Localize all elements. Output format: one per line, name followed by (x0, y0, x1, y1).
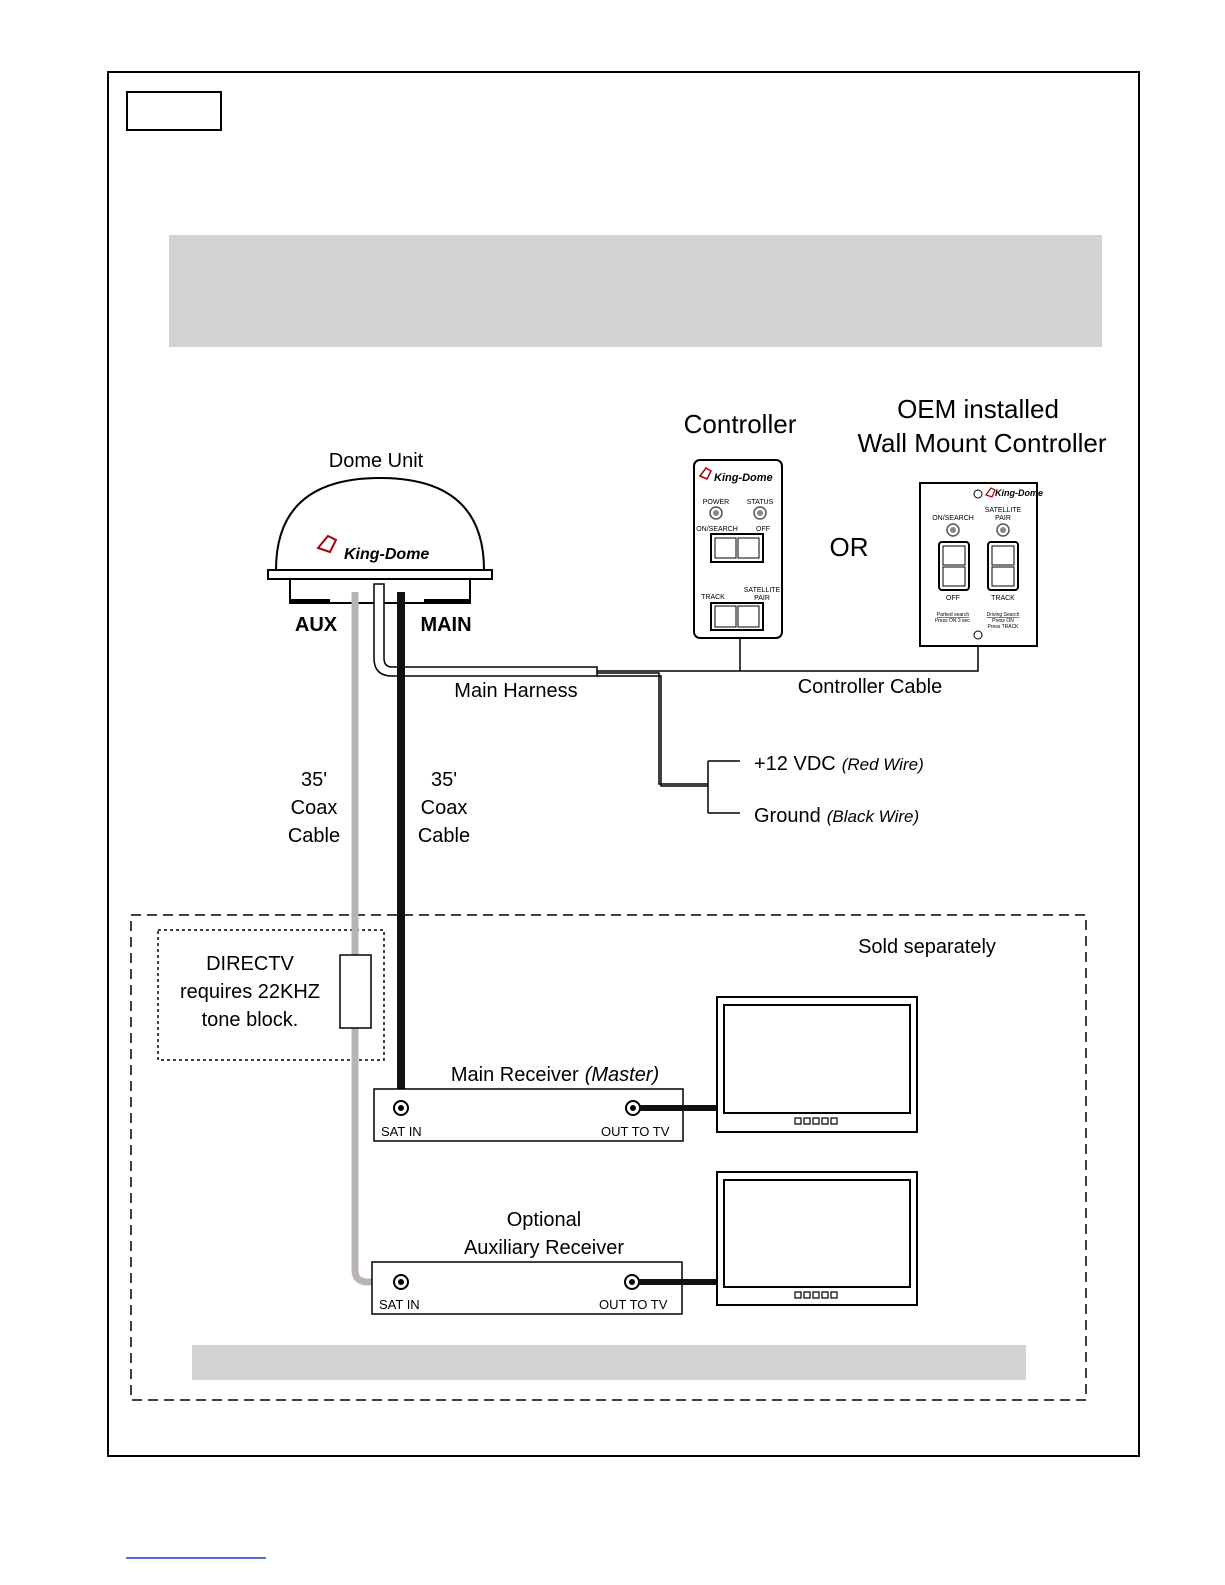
main-coax-line-2: Coax (421, 797, 468, 819)
wall-parked-line-1: Parked search (937, 612, 969, 618)
aux-receiver-line-2: Auxiliary Receiver (464, 1237, 624, 1259)
wall-track-label: TRACK (991, 595, 1015, 602)
directv-line-2: requires 22KHZ (180, 981, 320, 1003)
main-sat-in-connector-dot (398, 1105, 404, 1111)
main-tv (716, 996, 918, 1133)
controller-logo: King-Dome (714, 472, 773, 484)
aux-out-to-tv-label: OUT TO TV (599, 1297, 668, 1312)
directv-line-3: tone block. (202, 1009, 299, 1031)
power-12v-label: +12 VDC (Red Wire) (754, 753, 924, 775)
wall-on-led-dot (950, 527, 956, 533)
on-search-switch-right (737, 537, 760, 559)
controller-cable (597, 638, 979, 672)
aux-coax-cable (351, 592, 398, 1286)
sold-separately-label: Sold separately (858, 936, 996, 958)
main-out-to-tv-label: OUT TO TV (601, 1124, 670, 1139)
controller-satellite-label: SATELLITE (744, 587, 781, 594)
wall-on-switch-top (942, 545, 966, 566)
track-switch-right (737, 605, 760, 628)
main-out-connector-dot (630, 1105, 636, 1111)
power-wire (597, 672, 708, 787)
aux-coax-line-1: 35' (301, 769, 327, 791)
ground-text: Ground (754, 805, 821, 827)
main-sat-in-label: SAT IN (381, 1124, 422, 1139)
dome-logo-icon (316, 534, 338, 554)
controller-title: Controller (684, 409, 797, 439)
aux-sat-in-label: SAT IN (379, 1297, 420, 1312)
aux-out-connector-dot (629, 1279, 635, 1285)
power-split (707, 760, 740, 814)
page-frame (107, 71, 1140, 1457)
wall-off-label: OFF (946, 595, 960, 602)
main-receiver-note: (Master) (585, 1064, 659, 1086)
controller-power-label: POWER (703, 499, 729, 506)
power-12v-note: (Red Wire) (842, 755, 924, 774)
dome-logo: King-Dome (344, 546, 429, 563)
tone-block (339, 954, 372, 1029)
wall-driving-line-2: Press ON (992, 618, 1014, 624)
controller-track-label: TRACK (701, 594, 725, 601)
aux-receiver-line-1: Optional (507, 1209, 582, 1231)
aux-coax-line-2: Coax (291, 797, 338, 819)
ground-label: Ground (Black Wire) (754, 805, 919, 827)
wall-pair-label: PAIR (995, 515, 1011, 522)
main-coax-line-3: Cable (418, 825, 470, 847)
controller-cable-label: Controller Cable (798, 676, 943, 698)
or-label: OR (830, 532, 869, 562)
track-switch-left (714, 605, 737, 628)
dome-unit-label: Dome Unit (329, 450, 424, 472)
controller-status-label: STATUS (747, 499, 774, 506)
on-search-switch-left (714, 537, 737, 559)
wall-parked-line-2: Press ON 3 sec. (935, 618, 971, 624)
aux-coax-line-3: Cable (288, 825, 340, 847)
figure-tag-box (126, 91, 222, 131)
controller-logo-icon (698, 467, 712, 480)
wall-pair-led-dot (1000, 527, 1006, 533)
wall-driving-line-3: Press TRACK (987, 624, 1019, 630)
wall-on-switch-bottom (942, 566, 966, 587)
wall-driving-line-1: Driving Search (987, 612, 1020, 618)
main-receiver-label: Main Receiver (Master) (451, 1064, 659, 1086)
oem-title-line-2: Wall Mount Controller (857, 428, 1106, 458)
wall-satellite-label: SATELLITE (985, 507, 1022, 514)
ground-note: (Black Wire) (827, 807, 919, 826)
controller-panel: King-Dome POWER STATUS ON/SEARCH OFF TRA… (693, 459, 783, 639)
dome-unit: King-Dome (267, 476, 493, 604)
oem-title-line-1: OEM installed (897, 394, 1059, 424)
main-coax-line-1: 35' (431, 769, 457, 791)
controller-on-search-label: ON/SEARCH (696, 526, 738, 533)
main-harness (373, 583, 598, 677)
status-led-dot (757, 510, 763, 516)
wall-logo-icon (985, 487, 996, 498)
power-led-dot (713, 510, 719, 516)
aux-tv (716, 1171, 918, 1306)
wall-top-screw-icon (973, 489, 983, 499)
power-12v-text: +12 VDC (754, 753, 836, 775)
aux-sat-in-connector-dot (398, 1279, 404, 1285)
wall-logo: King-Dome (995, 488, 1043, 498)
footer-gray-bar (192, 1345, 1026, 1380)
wall-track-switch-top (991, 545, 1015, 566)
wall-bottom-screw-icon (973, 630, 983, 640)
main-port-label: MAIN (420, 614, 471, 636)
wall-track-switch-bottom (991, 566, 1015, 587)
header-gray-bar (169, 235, 1102, 347)
wall-on-search-label: ON/SEARCH (932, 515, 974, 522)
directv-line-1: DIRECTV (206, 953, 294, 975)
directv-note-box (157, 929, 385, 1061)
controller-off-label: OFF (756, 526, 770, 533)
wall-controller-panel: King-Dome ON/SEARCH SATELLITE PAIR OFF T… (919, 482, 1043, 647)
controller-pair-label: PAIR (754, 595, 770, 602)
main-receiver-text: Main Receiver (451, 1064, 579, 1086)
main-harness-label: Main Harness (454, 680, 577, 702)
aux-port-label: AUX (295, 614, 338, 636)
